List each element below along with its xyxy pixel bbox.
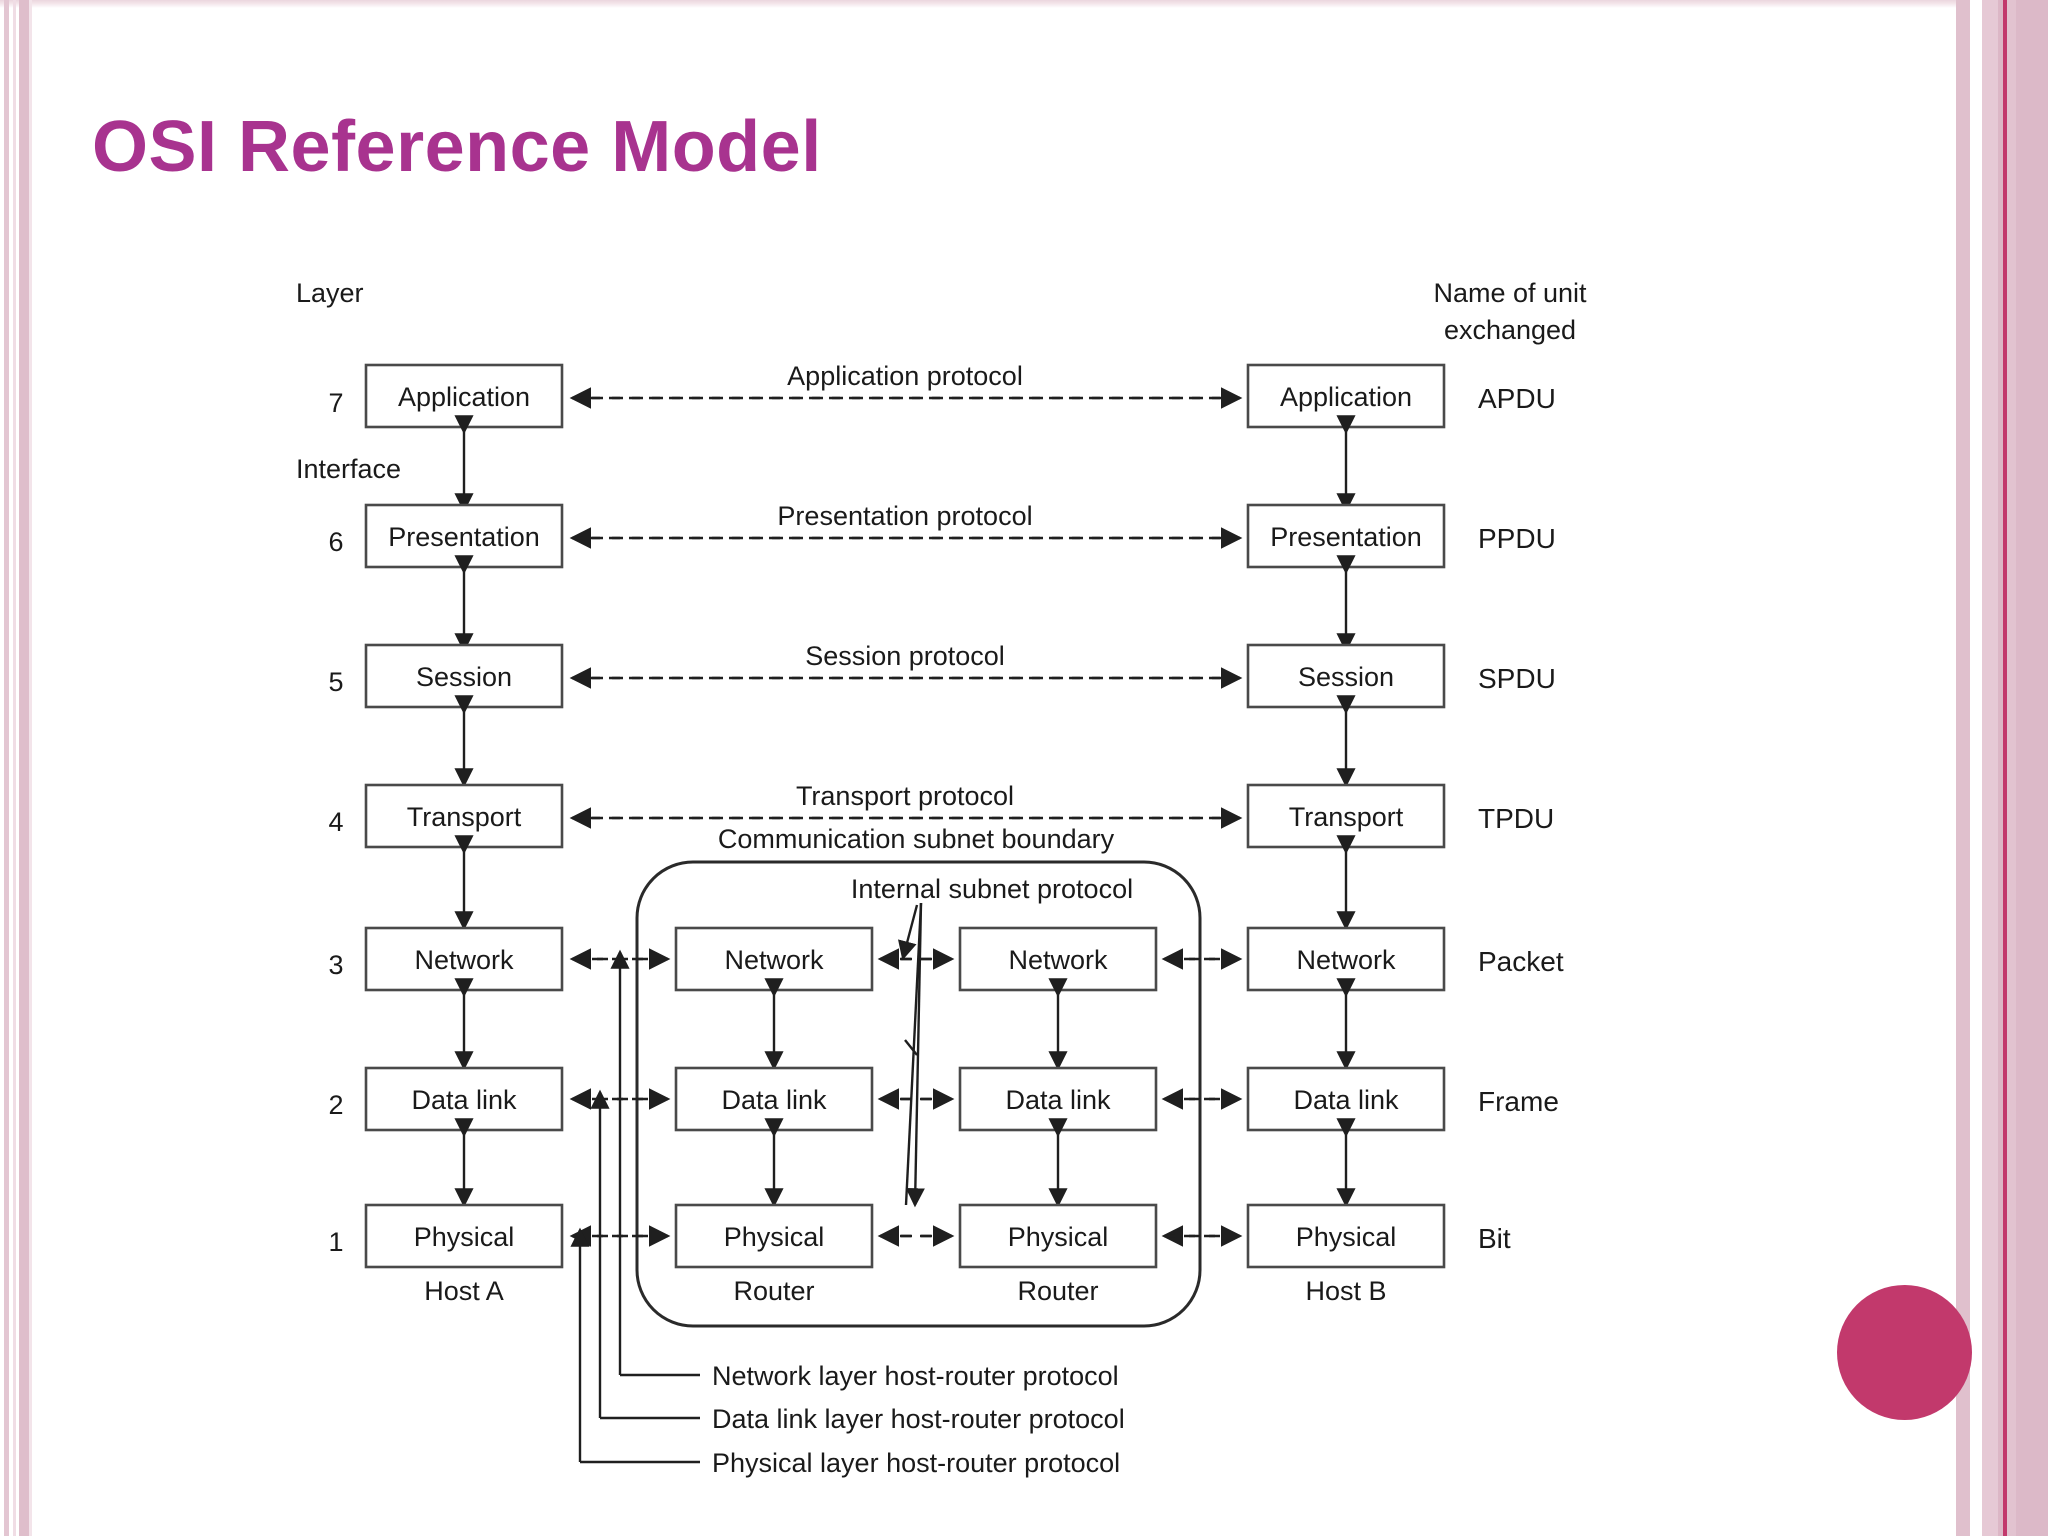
layer-number-3: 3	[328, 950, 343, 980]
protocol-label-application: Application protocol	[787, 361, 1023, 391]
right-border-stripe-4	[1998, 0, 2003, 1536]
column-caption-router-2: Router	[1017, 1276, 1098, 1306]
unit-label-bit: Bit	[1478, 1223, 1511, 1254]
unit-header-line2: exchanged	[1444, 315, 1576, 345]
right-border-stripe-6	[2007, 0, 2016, 1536]
right-border-stripe-7	[2016, 0, 2048, 1536]
unit-label-packet: Packet	[1478, 946, 1564, 977]
box-label-hostA-application: Application	[398, 382, 530, 412]
protocol-label-session: Session protocol	[805, 641, 1005, 671]
internal-subnet-arrow-up	[898, 904, 919, 961]
layer-number-5: 5	[328, 667, 343, 697]
internal-subnet-arrow-datalink	[904, 1039, 918, 1056]
internal-subnet-spear-edge	[904, 902, 923, 1206]
left-border-stripe-1	[4, 0, 9, 1536]
box-label-router1-datalink: Data link	[721, 1085, 827, 1115]
unit-label-tpdu: TPDU	[1478, 803, 1554, 834]
box-label-hostB-session: Session	[1298, 662, 1394, 692]
right-border-stripe-1	[1956, 0, 1970, 1536]
internal-subnet-protocol-label: Internal subnet protocol	[851, 874, 1133, 904]
protocol-label-transport: Transport protocol	[796, 781, 1014, 811]
protocol-label-presentation: Presentation protocol	[777, 501, 1032, 531]
layer-number-6: 6	[328, 527, 343, 557]
box-router1-physical	[674, 1203, 874, 1269]
box-label-hostB-datalink: Data link	[1293, 1085, 1399, 1115]
subnet-boundary-label: Communication subnet boundary	[718, 824, 1115, 854]
box-label-hostB-application: Application	[1280, 382, 1412, 412]
internal-subnet-arrow-down	[905, 902, 925, 1208]
unit-label-apdu: APDU	[1478, 383, 1556, 414]
box-label-hostA-network: Network	[414, 945, 514, 975]
column-caption-host-b: Host B	[1305, 1276, 1386, 1306]
left-border-stripe-2	[13, 0, 16, 1536]
left-border-stripe-3	[19, 0, 29, 1536]
box-label-hostA-datalink: Data link	[411, 1085, 517, 1115]
unit-label-spdu: SPDU	[1478, 663, 1556, 694]
layer-number-7: 7	[328, 388, 343, 418]
unit-header-line1: Name of unit	[1433, 278, 1587, 308]
box-label-hostB-transport: Transport	[1289, 802, 1404, 832]
subnet-boundary-outline	[635, 860, 1202, 1328]
box-label-router2-network: Network	[1008, 945, 1108, 975]
box-label-hostA-physical: Physical	[414, 1222, 515, 1252]
box-label-router2-datalink: Data link	[1005, 1085, 1111, 1115]
legend-label-network: Network layer host-router protocol	[712, 1361, 1119, 1391]
accent-circle	[1837, 1285, 1972, 1420]
layer-header: Layer	[296, 278, 364, 308]
page-title: OSI Reference Model	[92, 107, 822, 188]
box-hostB-physical	[1246, 1203, 1446, 1269]
unit-label-ppdu: PPDU	[1478, 523, 1556, 554]
layer-number-2: 2	[328, 1090, 343, 1120]
legend-label-datalink: Data link layer host-router protocol	[712, 1404, 1125, 1434]
right-border-stripe-2	[1970, 0, 1982, 1536]
box-label-hostB-network: Network	[1296, 945, 1396, 975]
column-caption-router-1: Router	[733, 1276, 814, 1306]
box-hostA-physical	[364, 1203, 564, 1269]
box-label-hostB-physical: Physical	[1296, 1222, 1397, 1252]
box-label-hostB-presentation: Presentation	[1270, 522, 1422, 552]
layer-number-1: 1	[328, 1227, 343, 1257]
box-label-router1-physical: Physical	[724, 1222, 825, 1252]
box-label-router1-network: Network	[724, 945, 824, 975]
unit-label-frame: Frame	[1478, 1086, 1559, 1117]
layer-number-4: 4	[328, 807, 343, 837]
interface-label: Interface	[296, 454, 401, 484]
box-label-router2-physical: Physical	[1008, 1222, 1109, 1252]
right-border-stripe-3	[1982, 0, 1998, 1536]
box-label-hostA-session: Session	[416, 662, 512, 692]
legend-label-physical: Physical layer host-router protocol	[712, 1448, 1120, 1478]
box-label-hostA-presentation: Presentation	[388, 522, 540, 552]
top-border-band	[0, 0, 2048, 8]
box-label-hostA-transport: Transport	[407, 802, 522, 832]
box-router2-physical	[958, 1203, 1158, 1269]
column-caption-host-a: Host A	[424, 1276, 504, 1306]
left-border-stripe-4	[29, 0, 32, 1536]
right-border-stripe-5	[2003, 0, 2007, 1536]
